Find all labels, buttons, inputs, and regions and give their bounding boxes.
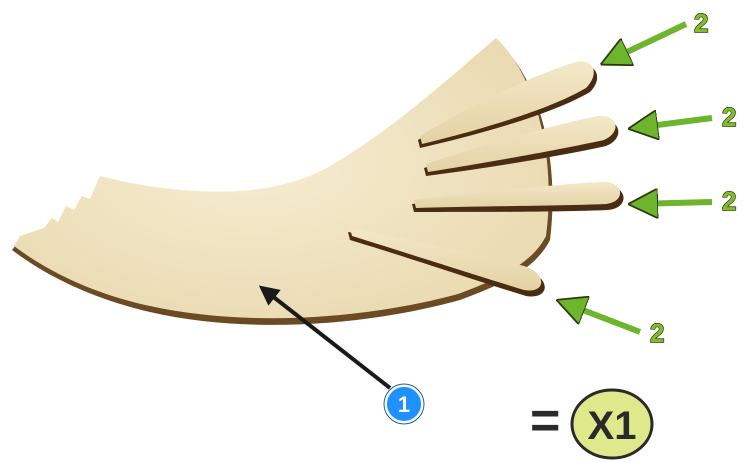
tab-callout-label-1: 2 bbox=[694, 8, 708, 38]
part-callout-badge: 1 bbox=[384, 384, 424, 424]
tab-callout-label-4: 2 bbox=[650, 318, 664, 348]
quantity-count: X1 bbox=[588, 404, 637, 448]
wooden-part bbox=[12, 38, 553, 325]
quantity-indicator: = X1 bbox=[530, 390, 652, 458]
equals-sign: = bbox=[530, 392, 560, 450]
tab-arrow-1: 2 bbox=[606, 8, 708, 62]
tab-callout-label-3: 2 bbox=[722, 186, 736, 216]
tab-arrow-2: 2 bbox=[634, 102, 736, 132]
part-callout-number: 1 bbox=[398, 392, 410, 417]
tab-callout-label-2: 2 bbox=[722, 102, 736, 132]
tab-arrow-4: 2 bbox=[562, 302, 664, 348]
tab-arrow-3: 2 bbox=[634, 186, 736, 216]
